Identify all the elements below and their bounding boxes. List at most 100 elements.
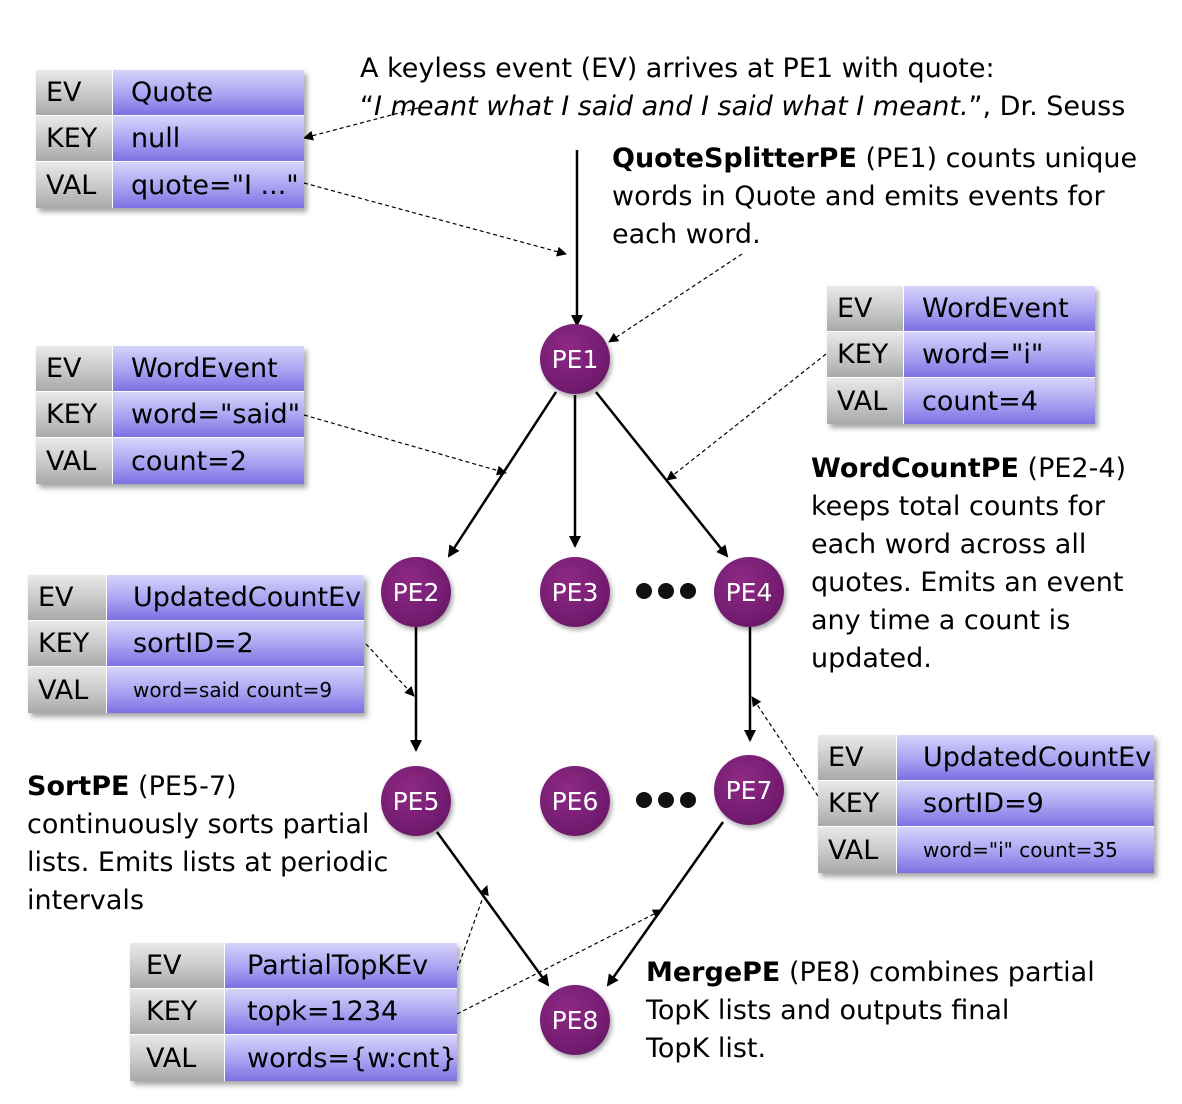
- pointer-key-to-intro: [303, 107, 419, 141]
- event-table-updated-said: EV UpdatedCountEv KEY sortID=2 VAL word=…: [28, 575, 364, 713]
- intro-caption: A keyless event (EV) arrives at PE1 with…: [360, 50, 1125, 126]
- desc-line: WordCountPE (PE2-4): [811, 450, 1126, 488]
- field-label: KEY: [36, 116, 113, 161]
- event-row: VAL words={w:cnt}: [130, 1035, 457, 1081]
- field-label: EV: [36, 70, 113, 115]
- field-label: EV: [130, 943, 225, 988]
- field-value: null: [113, 116, 304, 161]
- field-label: VAL: [28, 667, 107, 713]
- field-value: UpdatedCountEv: [897, 735, 1154, 780]
- event-row: EV WordEvent: [827, 286, 1095, 332]
- field-value: count=4: [904, 378, 1095, 424]
- field-value: Quote: [113, 70, 304, 115]
- desc-line: quotes. Emits an event: [811, 567, 1124, 598]
- field-value: sortID=9: [897, 781, 1154, 826]
- event-row: VAL word="i" count=35: [818, 827, 1154, 873]
- dot: [658, 583, 674, 599]
- field-value: word="said": [113, 392, 304, 437]
- field-label: VAL: [36, 438, 113, 484]
- dot: [636, 792, 652, 808]
- desc-line: updated.: [811, 643, 932, 674]
- pointer-partial-sort: [456, 885, 489, 971]
- field-value: count=2: [113, 438, 304, 484]
- ellipsis-pe3-pe4: [636, 583, 696, 599]
- pointer-word-said: [303, 414, 507, 476]
- pe5-node: PE5: [381, 766, 451, 836]
- field-value: WordEvent: [113, 346, 304, 391]
- field-label: EV: [827, 286, 904, 331]
- field-value: word=said count=9: [107, 667, 364, 713]
- event-table-updated-i: EV UpdatedCountEv KEY sortID=9 VAL word=…: [818, 735, 1154, 873]
- event-row: KEY topk=1234: [130, 989, 457, 1035]
- event-row: EV Quote: [36, 70, 304, 116]
- pointer-word-i: [666, 353, 827, 481]
- field-label: EV: [818, 735, 897, 780]
- pointer-quote-event: [303, 182, 567, 257]
- desc-text: (PE2-4): [1018, 453, 1127, 484]
- desc-line: MergePE (PE8) combines partial: [646, 954, 1095, 992]
- wordcount-description: WordCountPE (PE2-4) keeps total counts f…: [811, 450, 1126, 678]
- pointer-updated-said: [365, 643, 415, 697]
- field-value: words={w:cnt}: [225, 1035, 457, 1081]
- desc-line: each word.: [612, 219, 761, 250]
- pe8-node: PE8: [540, 985, 610, 1055]
- field-value: WordEvent: [904, 286, 1095, 331]
- dot: [680, 583, 696, 599]
- quote-attribution: ”, Dr. Seuss: [968, 91, 1126, 122]
- event-row: KEY null: [36, 116, 304, 162]
- quote-mark: “: [360, 91, 374, 122]
- desc-line: continuously sorts partial: [27, 809, 370, 840]
- pe6-node: PE6: [540, 766, 610, 836]
- field-label: VAL: [130, 1035, 225, 1081]
- field-value: topk=1234: [225, 989, 457, 1034]
- field-label: VAL: [36, 162, 113, 208]
- event-row: KEY word="i": [827, 332, 1095, 378]
- field-label: EV: [28, 575, 107, 620]
- desc-line: each word across all: [811, 529, 1087, 560]
- event-row: KEY sortID=2: [28, 621, 364, 667]
- event-row: EV UpdatedCountEv: [28, 575, 364, 621]
- desc-line: TopK list.: [646, 1033, 767, 1064]
- event-table-partial-topk: EV PartialTopKEv KEY topk=1234 VAL words…: [130, 943, 457, 1081]
- event-row: EV UpdatedCountEv: [818, 735, 1154, 781]
- pe2-node: PE2: [381, 557, 451, 627]
- field-label: KEY: [130, 989, 225, 1034]
- edge-pe1-pe4: [595, 391, 729, 558]
- desc-line: SortPE (PE5-7): [27, 768, 388, 806]
- pointer-updated-i: [751, 696, 819, 797]
- sort-description: SortPE (PE5-7) continuously sorts partia…: [27, 768, 388, 920]
- pe3-node: PE3: [540, 557, 610, 627]
- field-label: VAL: [818, 827, 897, 873]
- desc-line: QuoteSplitterPE (PE1) counts unique: [612, 140, 1137, 178]
- dot: [658, 792, 674, 808]
- merge-description: MergePE (PE8) combines partial TopK list…: [646, 954, 1095, 1068]
- event-row: VAL quote="I ...": [36, 162, 304, 208]
- field-value: PartialTopKEv: [225, 943, 457, 988]
- pe-name: WordCountPE: [811, 453, 1019, 484]
- edge-pe5-pe8: [435, 831, 550, 987]
- event-row: KEY sortID=9: [818, 781, 1154, 827]
- desc-line: keeps total counts for: [811, 491, 1105, 522]
- pe1-node: PE1: [540, 324, 610, 394]
- field-value: word="i": [904, 332, 1095, 377]
- intro-line: A keyless event (EV) arrives at PE1 with…: [360, 53, 995, 84]
- field-label: KEY: [36, 392, 113, 437]
- event-table-word-said: EV WordEvent KEY word="said" VAL count=2: [36, 346, 304, 484]
- dot: [680, 792, 696, 808]
- edge-pe1-pe2: [447, 391, 558, 558]
- pe7-node: PE7: [714, 755, 784, 825]
- event-row: KEY word="said": [36, 392, 304, 438]
- event-table-quote: EV Quote KEY null VAL quote="I ...": [36, 70, 304, 208]
- field-value: quote="I ...": [113, 162, 304, 208]
- intro-quote-line: “I meant what I said and I said what I m…: [360, 88, 1125, 126]
- event-row: VAL count=2: [36, 438, 304, 484]
- dot: [636, 583, 652, 599]
- desc-text: (PE5-7): [129, 771, 237, 802]
- pe-name: MergePE: [646, 957, 781, 988]
- pointer-partial-merge: [456, 909, 663, 1015]
- quotesplitter-description: QuoteSplitterPE (PE1) counts unique word…: [612, 140, 1137, 254]
- desc-line: any time a count is: [811, 605, 1071, 636]
- field-value: word="i" count=35: [897, 827, 1154, 873]
